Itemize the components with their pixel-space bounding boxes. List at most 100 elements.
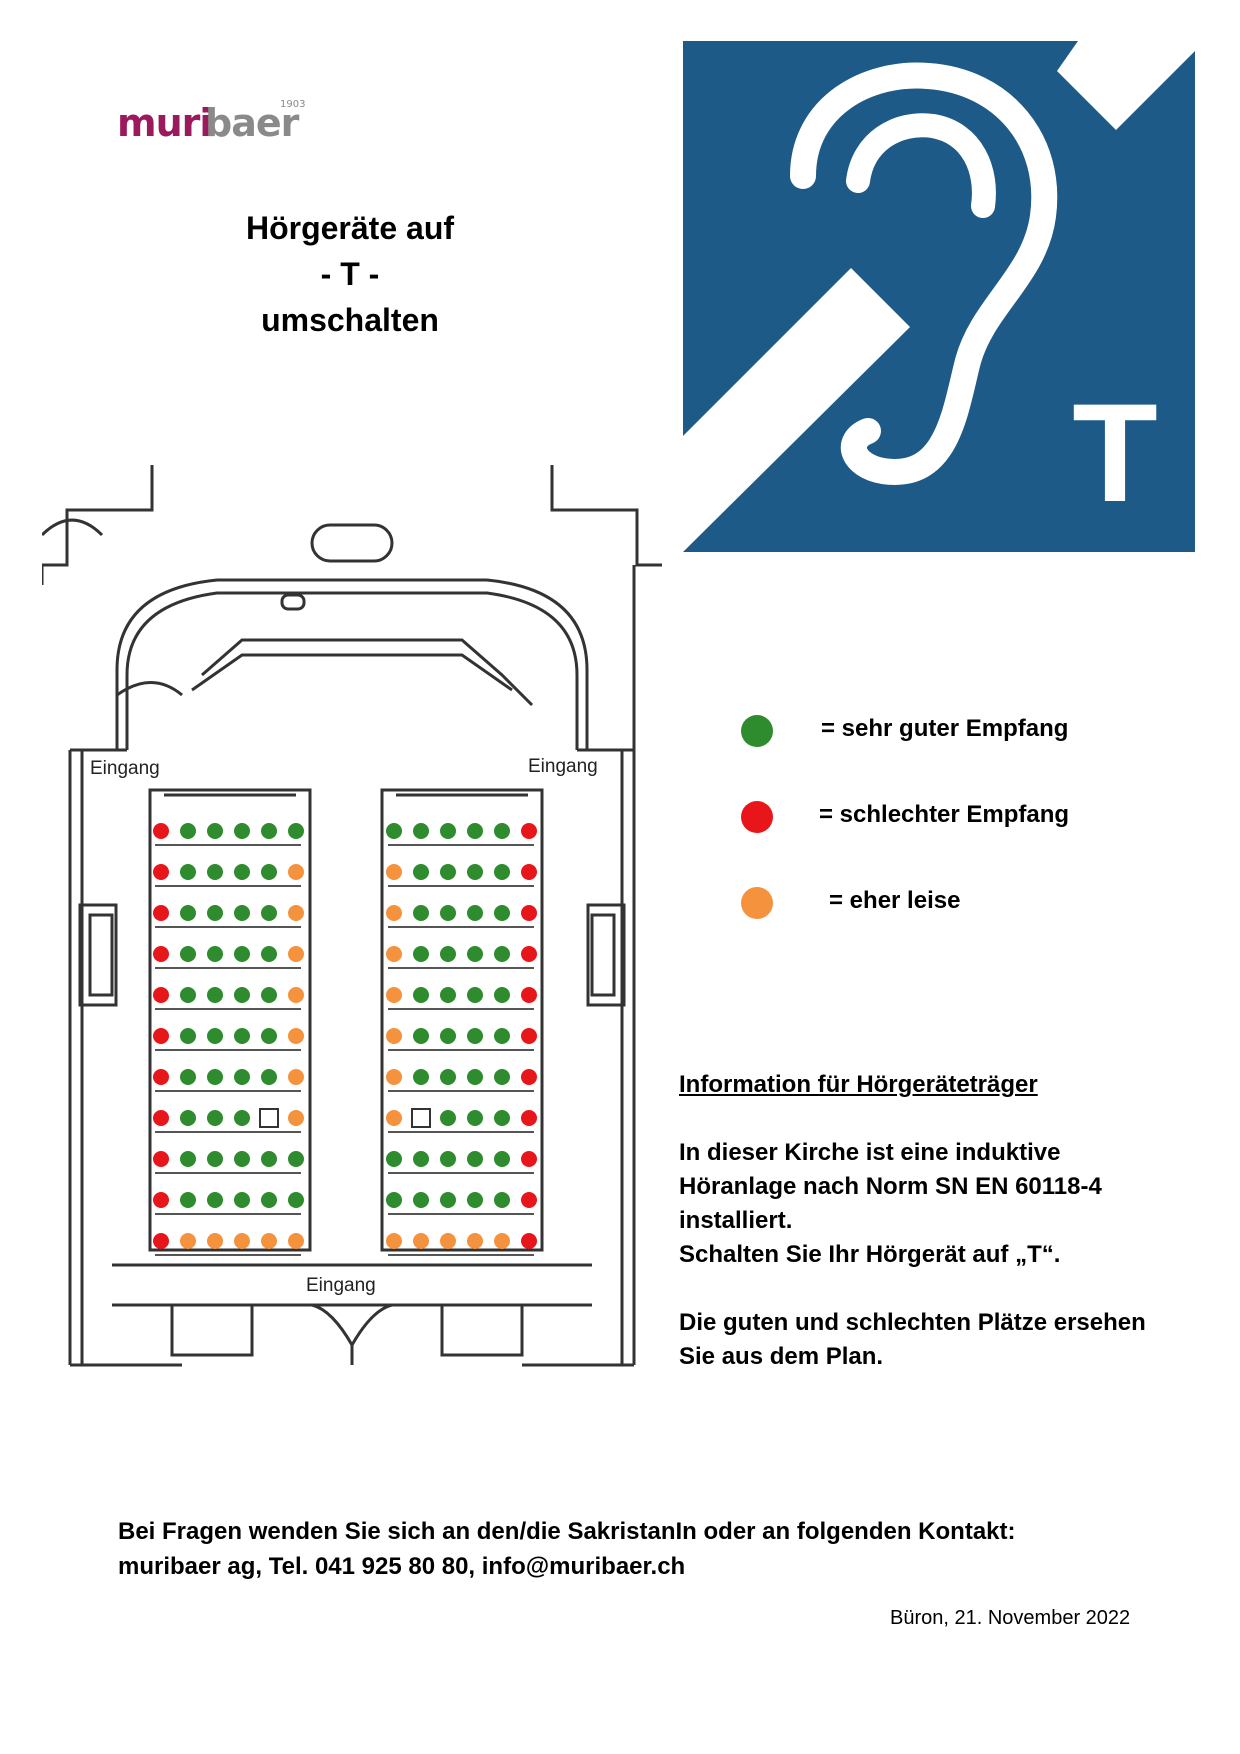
seat-left-r5-c3 <box>207 987 223 1003</box>
seat-right-r5-c2 <box>413 987 429 1003</box>
seat-right-r1-c6 <box>521 823 537 839</box>
seat-left-r9-c1 <box>153 1151 169 1167</box>
seat-right-r4-c4 <box>467 946 483 962</box>
seat-right-r3-c6 <box>521 905 537 921</box>
seat-right-r8-c4 <box>467 1110 483 1126</box>
seat-left-r5-c1 <box>153 987 169 1003</box>
entrance-right-label: Eingang <box>528 756 598 777</box>
seat-right-r9-c6 <box>521 1151 537 1167</box>
seat-left-r6-c3 <box>207 1028 223 1044</box>
seat-right-r8-c1 <box>386 1110 402 1126</box>
seat-right-r7-c2 <box>413 1069 429 1085</box>
seat-right-r11-c3 <box>440 1233 456 1249</box>
seat-left-r3-c6 <box>288 905 304 921</box>
seat-right-r3-c3 <box>440 905 456 921</box>
seat-right-r7-c3 <box>440 1069 456 1085</box>
seat-right-r10-c3 <box>440 1192 456 1208</box>
seat-left-r2-c2 <box>180 864 196 880</box>
seat-left-r6-c6 <box>288 1028 304 1044</box>
seat-right-r5-c3 <box>440 987 456 1003</box>
seat-right-r10-c5 <box>494 1192 510 1208</box>
seat-right-r4-c6 <box>521 946 537 962</box>
date-location: Büron, 21. November 2022 <box>890 1607 1131 1629</box>
seat-left-r7-c3 <box>207 1069 223 1085</box>
seat-left-r4-c6 <box>288 946 304 962</box>
seat-left-r3-c5 <box>261 905 277 921</box>
hearing-loop-sign: T <box>683 41 1195 552</box>
seat-left-r4-c5 <box>261 946 277 962</box>
legend-item-bad <box>741 801 773 833</box>
seat-left-r4-c3 <box>207 946 223 962</box>
muribaer-logo: muri baer 1903 <box>117 96 317 146</box>
logo-text-muri: muri <box>117 101 211 145</box>
seat-right-r1-c2 <box>413 823 429 839</box>
contact-line-1: Bei Fragen wenden Sie sich an den/die Sa… <box>118 1518 1016 1545</box>
legend-dot-green <box>741 715 773 747</box>
seat-left-r8-c2 <box>180 1110 196 1126</box>
title-line-3: umschalten <box>261 302 439 338</box>
seat-right-r10-c6 <box>521 1192 537 1208</box>
seat-left-r11-c3 <box>207 1233 223 1249</box>
info-spacer <box>679 1272 1199 1306</box>
seat-left-r5-c4 <box>234 987 250 1003</box>
seat-right-r9-c1 <box>386 1151 402 1167</box>
seat-right-r4-c3 <box>440 946 456 962</box>
seat-left-r10-c2 <box>180 1192 196 1208</box>
entrance-left-label: Eingang <box>90 758 160 779</box>
info-line-3: installiert. <box>679 1207 793 1234</box>
seat-right-r7-c1 <box>386 1069 402 1085</box>
seat-left-r9-c5 <box>261 1151 277 1167</box>
seat-left-r7-c2 <box>180 1069 196 1085</box>
seat-right-r3-c5 <box>494 905 510 921</box>
floor-plan-drawing: Eingang Eingang Eingang <box>40 465 662 1367</box>
seat-right-r6-c3 <box>440 1028 456 1044</box>
seat-left-r4-c1 <box>153 946 169 962</box>
seat-right-r6-c1 <box>386 1028 402 1044</box>
seat-left-r1-c2 <box>180 823 196 839</box>
seat-right-r2-c5 <box>494 864 510 880</box>
seat-right-r9-c3 <box>440 1151 456 1167</box>
seat-right-r6-c4 <box>467 1028 483 1044</box>
seat-left-r10-c1 <box>153 1192 169 1208</box>
legend-label-quiet: = eher leise <box>829 887 961 914</box>
seat-right-r4-c1 <box>386 946 402 962</box>
seat-right-r9-c5 <box>494 1151 510 1167</box>
legend-label-bad: = schlechter Empfang <box>819 801 1070 828</box>
seat-left-r6-c5 <box>261 1028 277 1044</box>
seat-right-r11-c1 <box>386 1233 402 1249</box>
seat-right-r6-c5 <box>494 1028 510 1044</box>
info-line-5: Die guten und schlechten Plätze ersehen <box>679 1309 1146 1336</box>
seat-left-r4-c2 <box>180 946 196 962</box>
logo-year: 1903 <box>280 99 305 110</box>
seat-right-r1-c3 <box>440 823 456 839</box>
seat-left-r9-c2 <box>180 1151 196 1167</box>
info-heading: Information für Hörgeräteträger <box>679 1071 1038 1098</box>
seat-left-r1-c5 <box>261 823 277 839</box>
seat-left-r5-c5 <box>261 987 277 1003</box>
seat-left-r8-c4 <box>234 1110 250 1126</box>
seat-left-r6-c4 <box>234 1028 250 1044</box>
page-title: Hörgeräte auf - T - umschalten <box>180 205 520 343</box>
seat-left-r11-c6 <box>288 1233 304 1249</box>
seat-left-r6-c1 <box>153 1028 169 1044</box>
seat-left-r10-c3 <box>207 1192 223 1208</box>
pillar-right <box>411 1108 431 1128</box>
seat-right-r1-c1 <box>386 823 402 839</box>
info-line-1: In dieser Kirche ist eine induktive <box>679 1139 1061 1166</box>
seat-left-r8-c1 <box>153 1110 169 1126</box>
seat-right-r7-c4 <box>467 1069 483 1085</box>
title-line-2: - T - <box>320 256 380 292</box>
seat-left-r11-c2 <box>180 1233 196 1249</box>
seat-left-r9-c3 <box>207 1151 223 1167</box>
seat-right-r9-c4 <box>467 1151 483 1167</box>
seat-left-r10-c4 <box>234 1192 250 1208</box>
seat-left-r5-c2 <box>180 987 196 1003</box>
seat-left-r7-c5 <box>261 1069 277 1085</box>
legend-label-good: = sehr guter Empfang <box>821 715 1069 742</box>
info-block: Information für Hörgeräteträger In diese… <box>679 1068 1199 1374</box>
seat-left-r11-c4 <box>234 1233 250 1249</box>
seat-left-r1-c6 <box>288 823 304 839</box>
seat-right-r10-c1 <box>386 1192 402 1208</box>
seat-left-r11-c5 <box>261 1233 277 1249</box>
seat-right-r11-c2 <box>413 1233 429 1249</box>
